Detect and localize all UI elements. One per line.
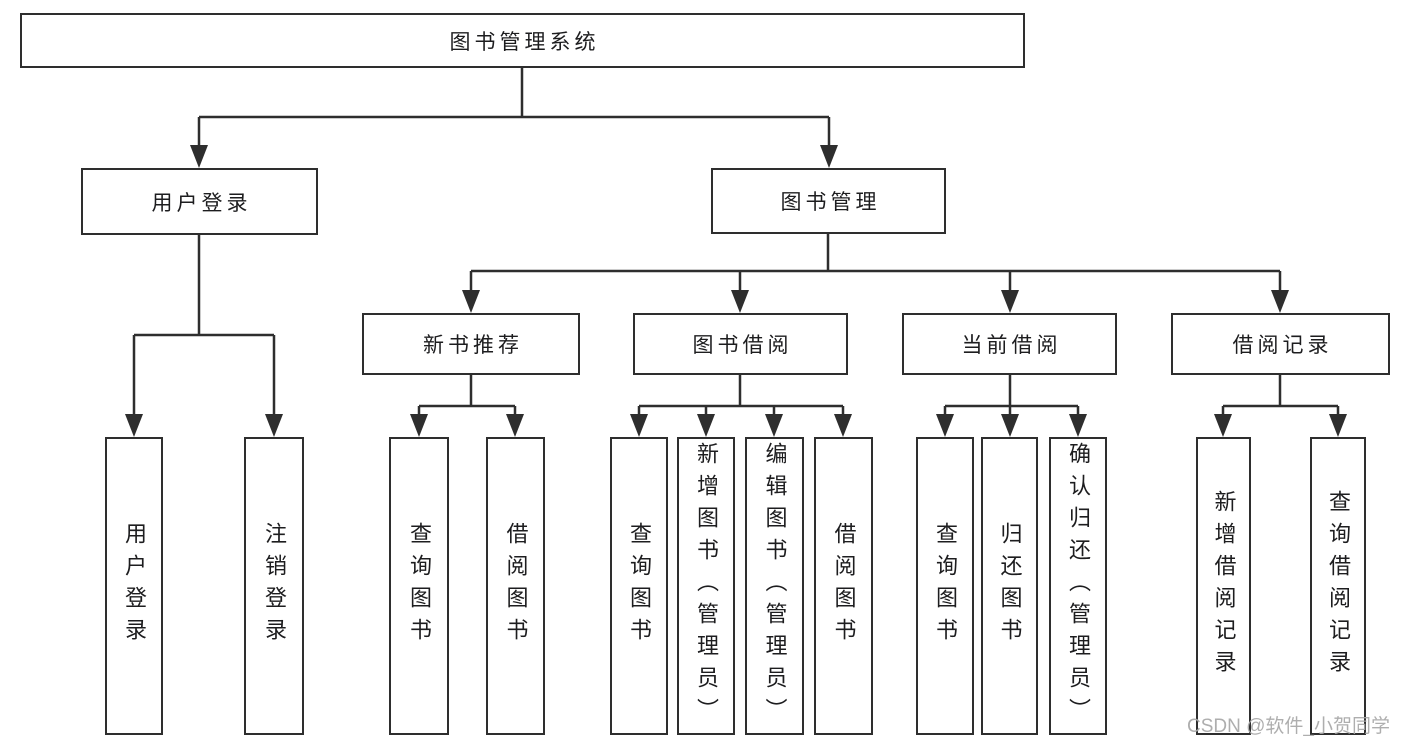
connector-book-borrowing [637, 375, 845, 416]
node-book-management: 图书管理 [711, 168, 946, 234]
leaf-borrow-books-recommend: 借阅图书 [486, 437, 545, 735]
node-borrowing-records: 借阅记录 [1171, 313, 1390, 375]
leaf-edit-books-admin: 编辑图书（管理员） [745, 437, 804, 735]
leaf-confirm-return-admin: 确认归还（管理员） [1049, 437, 1107, 735]
node-user-login: 用户登录 [81, 168, 318, 235]
arrowhead [265, 414, 283, 437]
node-new-book-recommendation: 新书推荐 [362, 313, 580, 375]
leaf-return-books: 归还图书 [981, 437, 1038, 735]
arrowhead [410, 414, 428, 437]
node-label: 查询图书 [933, 522, 958, 650]
arrowhead [462, 290, 480, 313]
leaf-query-books-current: 查询图书 [916, 437, 974, 735]
node-label: 借阅图书 [503, 522, 529, 650]
node-label: 查询借阅记录 [1326, 490, 1351, 682]
connector-root [197, 68, 831, 146]
arrowhead [1271, 290, 1289, 313]
node-label: 图书管理 [780, 191, 881, 214]
node-label: 查询图书 [407, 522, 432, 650]
connector-borrowing-records [1221, 375, 1340, 416]
connector-new-book-recommendation [417, 375, 517, 416]
leaf-query-borrowing-record: 查询借阅记录 [1310, 437, 1366, 735]
arrowhead [630, 414, 648, 437]
leaf-add-borrowing-record: 新增借阅记录 [1196, 437, 1251, 735]
leaf-user-login: 用户登录 [105, 437, 163, 735]
node-label: 编辑图书（管理员） [762, 442, 788, 730]
connector-management [469, 234, 1282, 292]
node-label: 用户登录 [122, 522, 147, 650]
arrowhead [190, 145, 208, 168]
node-label: 新书推荐 [423, 334, 523, 357]
node-label: 借阅记录 [1232, 334, 1333, 357]
leaf-logout: 注销登录 [244, 437, 304, 735]
node-label: 借阅图书 [831, 522, 857, 650]
leaf-query-books-recommend: 查询图书 [389, 437, 449, 735]
node-label: 新增图书（管理员） [694, 442, 719, 730]
arrowhead [1214, 414, 1232, 437]
arrowhead [936, 414, 954, 437]
arrowhead [765, 414, 783, 437]
arrowhead [1069, 414, 1087, 437]
node-label: 图书管理系统 [449, 30, 600, 54]
node-label: 确认归还（管理员） [1066, 442, 1091, 730]
node-label: 新增借阅记录 [1211, 490, 1237, 682]
node-label: 用户登录 [151, 191, 252, 215]
leaf-borrow-books-borrowing: 借阅图书 [814, 437, 873, 735]
node-label: 图书借阅 [692, 334, 793, 357]
arrowhead [1329, 414, 1347, 437]
arrowhead [697, 414, 715, 437]
arrowheads [125, 145, 1347, 437]
leaf-add-books-admin: 新增图书（管理员） [677, 437, 735, 735]
connector-login [132, 235, 276, 416]
watermark: CSDN @软件_小贺同学 [1187, 716, 1390, 737]
node-current-borrowing: 当前借阅 [902, 313, 1117, 375]
arrowhead [125, 414, 143, 437]
node-label: 注销登录 [262, 522, 287, 650]
node-label: 当前借阅 [961, 334, 1062, 357]
arrowhead [731, 290, 749, 313]
arrowhead [506, 414, 524, 437]
node-label: 归还图书 [997, 522, 1023, 650]
arrowhead [820, 145, 838, 168]
leaf-query-books-borrowing: 查询图书 [610, 437, 668, 735]
arrowhead [834, 414, 852, 437]
connector-current-borrowing [943, 375, 1080, 416]
node-book-borrowing: 图书借阅 [633, 313, 848, 375]
arrowhead [1001, 414, 1019, 437]
node-label: 查询图书 [627, 522, 652, 650]
node-book-management-system: 图书管理系统 [20, 13, 1025, 68]
arrowhead [1001, 290, 1019, 313]
